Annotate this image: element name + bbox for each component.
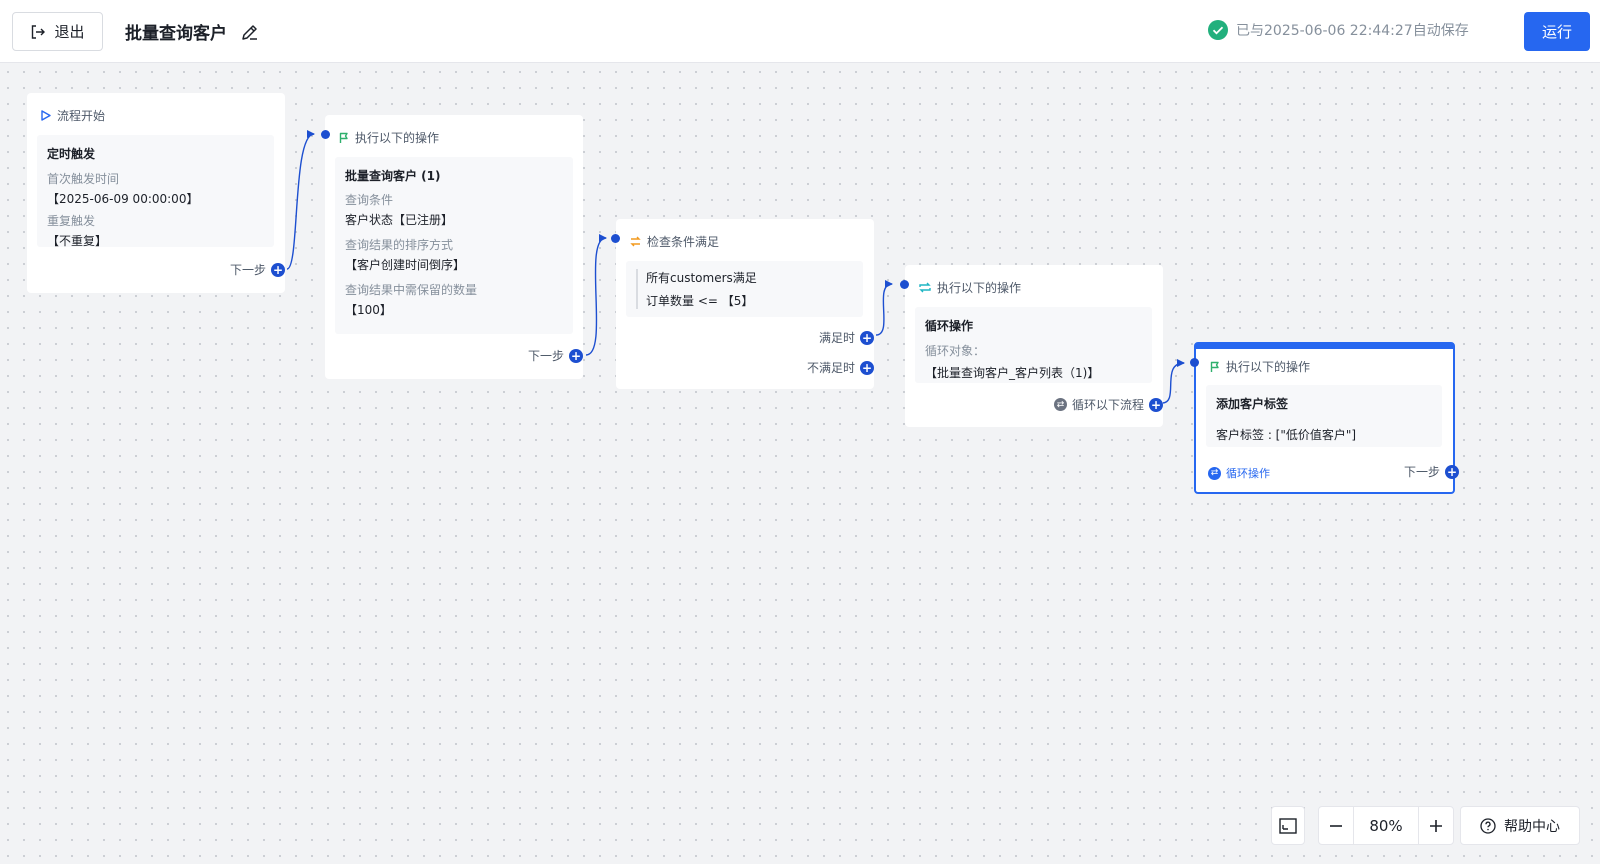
- zoom-level: 80%: [1353, 807, 1419, 844]
- autosave-status: 已与2025-06-06 22:44:27自动保存: [1208, 20, 1469, 40]
- node-header: 执行以下的操作: [919, 279, 1021, 296]
- play-icon: [41, 110, 51, 121]
- page-title: 批量查询客户: [125, 24, 227, 44]
- node-header: 执行以下的操作: [1210, 358, 1310, 375]
- loop-panel: 循环操作 循环对象： 【批量查询客户_客户列表（1)】: [915, 307, 1152, 383]
- count-label: 查询结果中需保留的数量: [345, 283, 478, 297]
- node-flow-start[interactable]: 流程开始 定时触发 首次触发时间 【2025-06-09 00:00:00】 重…: [27, 93, 285, 293]
- top-bar: 退出 批量查询客户 已与2025-06-06 22:44:27自动保存 运行: [0, 0, 1600, 63]
- help-center-label: 帮助中心: [1504, 818, 1560, 835]
- condition-branch-icon: [630, 236, 641, 247]
- node-header-label: 检查条件满足: [647, 235, 720, 249]
- exit-icon: [32, 24, 46, 39]
- loop-next-port[interactable]: ⇄ 循环以下流程 +: [1053, 396, 1163, 413]
- minus-icon: [1330, 824, 1342, 827]
- node-header: 执行以下的操作: [339, 129, 439, 146]
- loop-object-value: 【批量查询客户_客户列表（1)】: [925, 366, 1100, 380]
- zoom-in-button[interactable]: [1419, 807, 1453, 844]
- flag-icon: [1210, 361, 1219, 372]
- run-button[interactable]: 运行: [1524, 12, 1590, 51]
- node-batch-query[interactable]: 执行以下的操作 批量查询客户 (1) 查询条件 客户状态【已注册】 查询结果的排…: [325, 115, 583, 379]
- panel-title: 批量查询客户 (1): [345, 169, 441, 183]
- zoom-out-button[interactable]: [1319, 807, 1353, 844]
- plus-icon: [1430, 819, 1442, 832]
- tag-panel: 添加客户标签 客户标签 : ["低价值客户"]: [1206, 385, 1442, 447]
- sort-label: 查询结果的排序方式: [345, 238, 454, 252]
- add-met-branch-icon[interactable]: +: [860, 330, 874, 345]
- tag-value: 客户标签 : ["低价值客户"]: [1216, 428, 1357, 442]
- zoom-control: 80%: [1318, 806, 1454, 845]
- condition-value: 客户状态【已注册】: [345, 213, 454, 227]
- input-port[interactable]: [900, 280, 909, 289]
- node-loop-operation[interactable]: 执行以下的操作 循环操作 循环对象： 【批量查询客户_客户列表（1)】 ⇄ 循环…: [905, 265, 1163, 427]
- autosave-text: 已与2025-06-06 22:44:27自动保存: [1236, 23, 1469, 39]
- count-value: 【100】: [345, 303, 392, 317]
- first-trigger-value: 【2025-06-09 00:00:00】: [47, 192, 199, 206]
- help-center-button[interactable]: 帮助中心: [1460, 806, 1580, 845]
- exit-label: 退出: [54, 23, 85, 41]
- input-port[interactable]: [611, 234, 620, 243]
- node-header-label: 流程开始: [57, 109, 106, 123]
- next-step-port[interactable]: 下一步 +: [528, 347, 583, 364]
- node-header-label: 执行以下的操作: [1226, 360, 1311, 374]
- add-next-icon[interactable]: +: [1445, 464, 1459, 479]
- help-circle-icon: [1480, 817, 1496, 834]
- panel-title: 添加客户标签: [1216, 397, 1289, 411]
- loop-icon: [919, 282, 931, 293]
- fit-view-icon: [1279, 817, 1297, 834]
- loop-next-label: 循环以下流程: [1071, 398, 1144, 412]
- next-step-label: 下一步: [527, 349, 564, 363]
- loop-operation-badge: ⇄ 循环操作: [1208, 465, 1270, 481]
- condition-block: 所有customers满足 订单数量 <= 【5】: [636, 269, 853, 309]
- trigger-panel: 定时触发 首次触发时间 【2025-06-09 00:00:00】 重复触发 【…: [37, 135, 274, 248]
- add-unmet-branch-icon[interactable]: +: [860, 360, 874, 375]
- condition-met-label: 满足时: [818, 331, 855, 345]
- panel-title: 定时触发: [47, 147, 96, 161]
- condition-label: 查询条件: [345, 193, 394, 207]
- exit-button[interactable]: 退出: [12, 12, 103, 51]
- node-header-label: 执行以下的操作: [355, 131, 440, 145]
- add-loop-step-icon[interactable]: +: [1149, 397, 1163, 412]
- condition-met-port[interactable]: 满足时 +: [819, 329, 874, 346]
- repeat-value: 【不重复】: [47, 234, 108, 248]
- node-header: 检查条件满足: [630, 233, 719, 250]
- query-panel: 批量查询客户 (1) 查询条件 客户状态【已注册】 查询结果的排序方式 【客户创…: [335, 157, 573, 334]
- node-add-customer-tag[interactable]: 执行以下的操作 添加客户标签 客户标签 : ["低价值客户"] ⇄ 循环操作 下…: [1194, 342, 1459, 494]
- fit-view-button[interactable]: [1271, 806, 1305, 845]
- condition-line-1: 所有customers满足: [646, 271, 757, 285]
- input-port[interactable]: [1190, 358, 1199, 367]
- check-circle-icon: [1208, 20, 1228, 40]
- next-step-port[interactable]: 下一步 +: [230, 261, 285, 278]
- loop-badge-icon: ⇄: [1208, 466, 1221, 480]
- condition-unmet-port[interactable]: 不满足时 +: [807, 359, 874, 376]
- repeat-label: 重复触发: [47, 214, 96, 228]
- node-check-condition[interactable]: 检查条件满足 所有customers满足 订单数量 <= 【5】 满足时 + 不…: [616, 219, 874, 389]
- condition-unmet-label: 不满足时: [806, 361, 855, 375]
- sort-value: 【客户创建时间倒序】: [345, 258, 466, 272]
- panel-title: 循环操作: [925, 319, 974, 333]
- condition-line-2: 订单数量 <= 【5】: [646, 294, 754, 308]
- add-next-icon[interactable]: +: [569, 348, 583, 363]
- edit-pencil-icon[interactable]: [240, 22, 260, 42]
- node-header: 流程开始: [41, 107, 105, 124]
- loop-badge-label: 循环操作: [1226, 467, 1270, 480]
- loop-badge-icon: ⇄: [1053, 398, 1067, 411]
- input-port[interactable]: [321, 130, 330, 139]
- next-step-label: 下一步: [1403, 465, 1440, 479]
- first-trigger-label: 首次触发时间: [47, 172, 120, 186]
- loop-object-label: 循环对象：: [925, 344, 986, 358]
- node-header-label: 执行以下的操作: [937, 281, 1022, 295]
- flag-icon: [339, 132, 348, 143]
- next-step-port[interactable]: 下一步 +: [1404, 463, 1459, 480]
- condition-panel: 所有customers满足 订单数量 <= 【5】: [626, 261, 863, 317]
- next-step-label: 下一步: [229, 263, 266, 277]
- add-next-icon[interactable]: +: [271, 262, 285, 277]
